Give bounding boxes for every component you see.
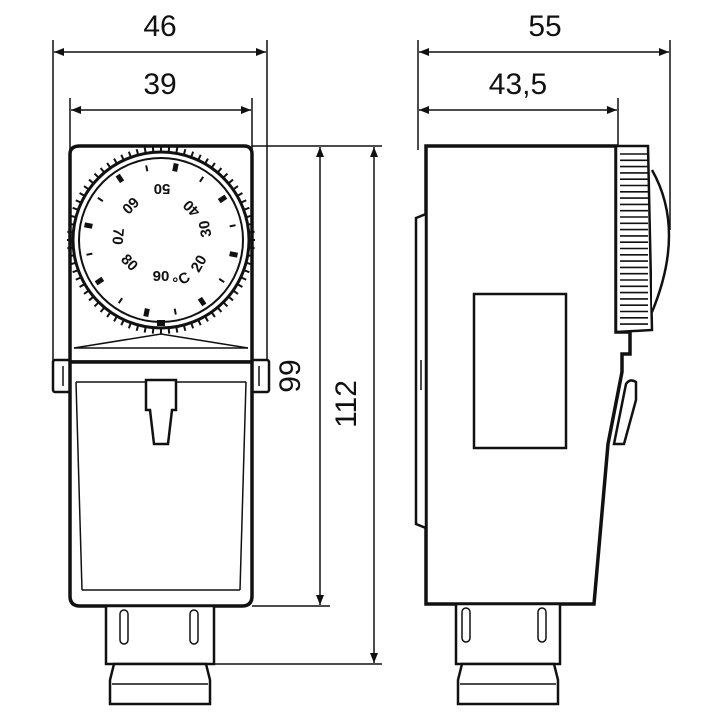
dial-tick: [94, 276, 105, 286]
knob-ridges: [620, 153, 648, 325]
dial-tick: [217, 194, 228, 204]
dial-tick: [229, 251, 238, 258]
dial-label-30: 30: [196, 219, 216, 238]
dimension-label-99: 99: [274, 359, 307, 392]
label-window: [472, 292, 568, 450]
dial-tick: [172, 163, 179, 172]
latch: [144, 378, 178, 446]
dial-tick: [84, 222, 93, 229]
side-hook: [612, 379, 638, 446]
side-knob-cap: [650, 169, 671, 313]
dial-unit-label: °C: [170, 268, 193, 291]
dial-tick: [117, 297, 123, 304]
stem-slot: [461, 607, 471, 643]
dial-tick: [143, 308, 150, 317]
dimension-label-39: 39: [143, 68, 176, 101]
front-lower-housing: [68, 360, 254, 608]
front-view: 46 39 50 40 30 20 °C 90 80 70 60: [51, 10, 271, 706]
right-clip: [250, 358, 271, 394]
side-view: 55 43,5: [414, 10, 671, 706]
cover-edge: [73, 333, 249, 349]
dial-tick: [145, 165, 149, 172]
left-clip: [51, 358, 72, 394]
height-dimensions: 99 112: [214, 145, 382, 665]
dial-tick: [86, 252, 93, 256]
dimension-label-112: 112: [330, 380, 363, 428]
dimension-label-46: 46: [143, 10, 176, 43]
dial-tick: [229, 224, 236, 228]
dial-tick: [199, 176, 205, 183]
side-knob: [614, 144, 654, 334]
housing-line: [239, 381, 247, 591]
dial-label-50: 50: [154, 180, 171, 197]
dial-label-70: 70: [108, 227, 126, 245]
side-stem: [454, 602, 562, 666]
dial-label-20: 20: [188, 252, 211, 275]
dial-tick: [115, 173, 125, 184]
dial-tick: [197, 296, 207, 307]
stem-slot: [537, 607, 547, 643]
dimension-label-43-5: 43,5: [489, 68, 547, 101]
housing-line: [75, 381, 83, 591]
dial-marker: [157, 320, 165, 326]
stem-slot: [119, 609, 129, 645]
dial-label-90: 90: [153, 268, 170, 285]
stem-slot: [189, 609, 199, 645]
dial-ticks: [84, 163, 238, 317]
dial-tick: [97, 196, 104, 202]
dimension-label-55: 55: [528, 10, 561, 43]
dial-tick: [173, 308, 177, 315]
dial-tick: [218, 278, 225, 284]
